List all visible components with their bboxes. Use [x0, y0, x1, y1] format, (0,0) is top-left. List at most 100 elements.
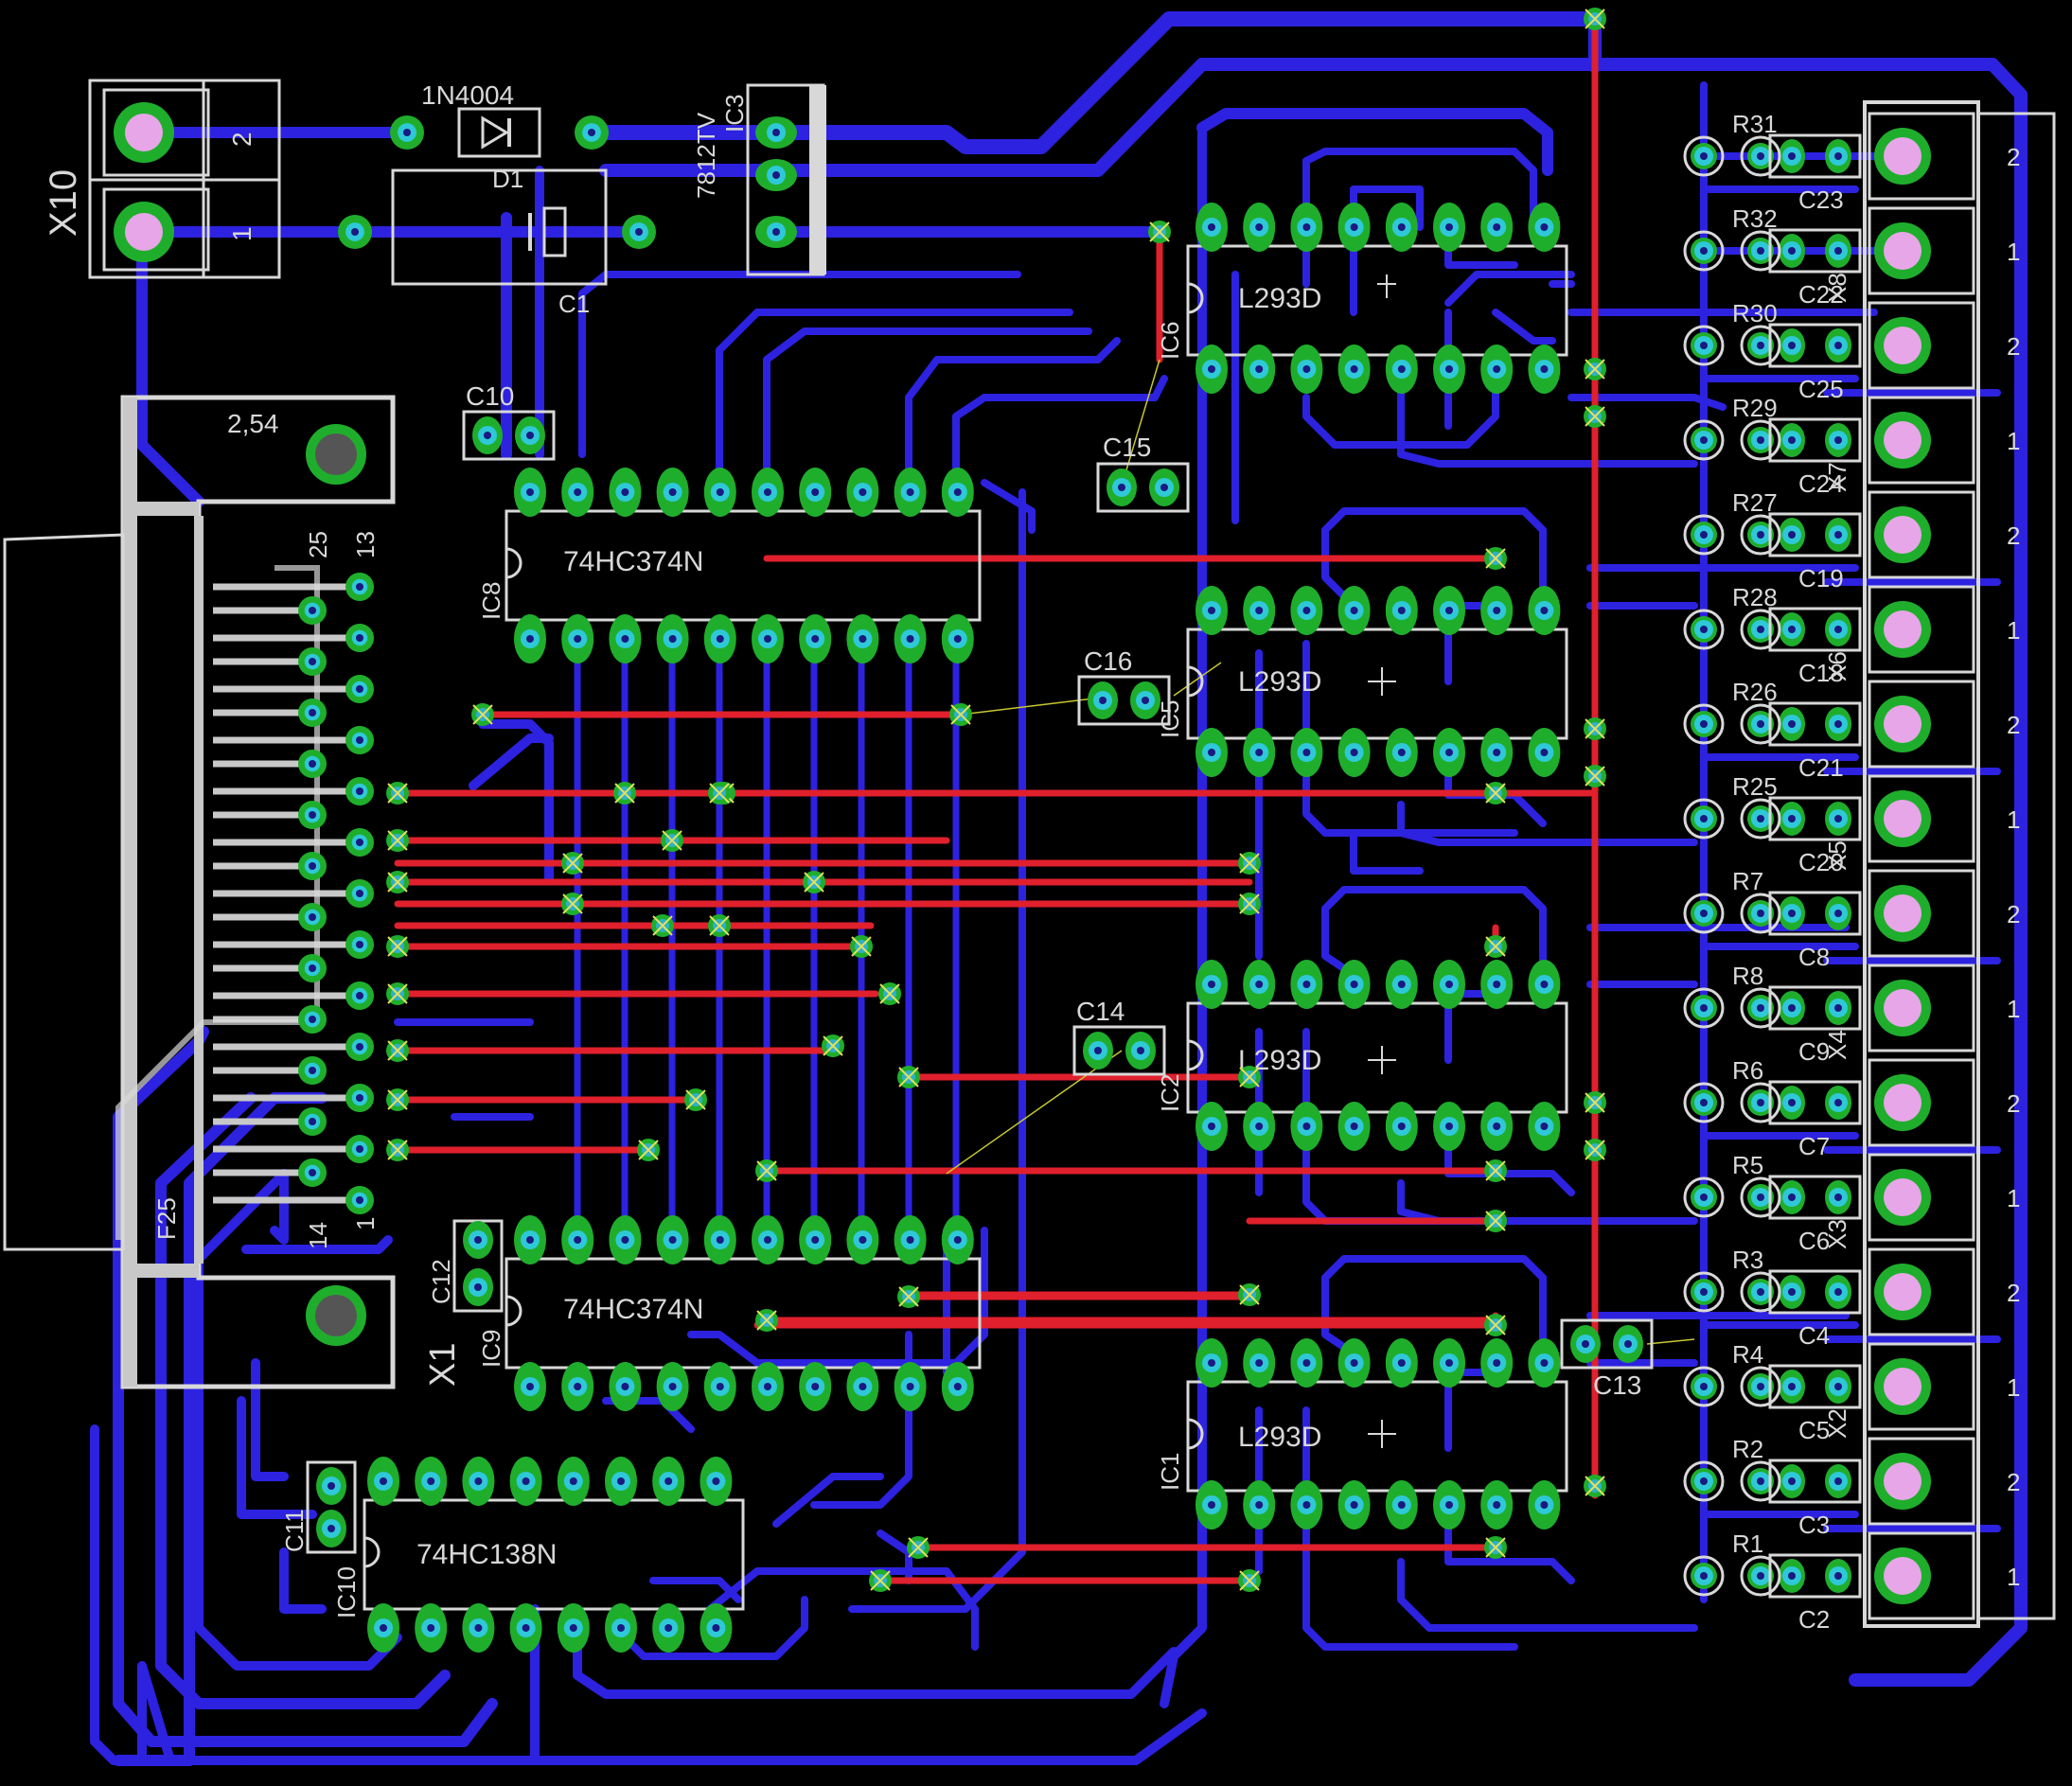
ic6-top-pin: [1195, 203, 1228, 252]
ic9-bottom-pin: [561, 1362, 594, 1411]
ic5-bottom-pin: [1528, 728, 1561, 777]
cap-pad: [1779, 1086, 1805, 1120]
terminal-pin-label: 1: [2007, 1373, 2020, 1402]
top-layer-traces: [394, 15, 1599, 1584]
terminal-pad: [1874, 885, 1931, 942]
decoupling-capacitors: [306, 410, 1654, 1554]
c16-label: C16: [1084, 646, 1132, 676]
via: [1484, 1210, 1507, 1232]
cap-outline: [1768, 133, 1862, 179]
resistor-label: R29: [1732, 394, 1778, 422]
resistor-label: R3: [1732, 1246, 1763, 1274]
resistor-outline: [1740, 1460, 1781, 1502]
terminal-pin-label: 2: [2007, 1279, 2020, 1307]
ic1-top-pin: [1528, 1338, 1561, 1388]
resistor-pad: [1691, 1468, 1717, 1494]
cap-label: C20: [1798, 848, 1844, 876]
resistor-pad: [1747, 1184, 1774, 1211]
ic2-top-pin: [1290, 960, 1323, 1009]
x10-pin2-label: 2: [227, 132, 257, 147]
ic2-top-pin: [1337, 960, 1371, 1009]
via: [1484, 1536, 1507, 1559]
via: [1148, 221, 1171, 243]
cap-pad: [1825, 612, 1851, 646]
resistor-outline: [1683, 230, 1725, 272]
via: [1584, 1091, 1606, 1114]
db25-pin: [345, 1033, 374, 1061]
ic2-top-pin: [1385, 960, 1418, 1009]
via: [878, 982, 901, 1005]
cap-pad: [1825, 234, 1851, 268]
db25-pin: [298, 1005, 327, 1034]
via: [1484, 1314, 1507, 1336]
via: [386, 782, 409, 805]
cap-label: C3: [1798, 1511, 1830, 1539]
via: [1584, 717, 1606, 740]
terminal-pin-label: 2: [2007, 1089, 2020, 1118]
ic9-name-label: IC9: [477, 1330, 505, 1368]
resistor-pad: [1691, 1373, 1717, 1400]
ic5-top-pin: [1290, 586, 1323, 635]
cap-outline: [1768, 985, 1862, 1031]
terminal-cell: [1868, 1153, 1975, 1242]
ic8-bottom-pin: [752, 614, 784, 663]
ic8-bottom-pin: [561, 614, 594, 663]
cap-pad: [1825, 328, 1851, 363]
terminal-group-label: X2: [1823, 1408, 1851, 1439]
ic2-bottom-pin: [1195, 1102, 1228, 1151]
via: [1584, 765, 1606, 787]
ic8-bottom-pin: [894, 614, 927, 663]
ic8-top-pin: [894, 468, 927, 517]
ic1-bottom-pin: [1385, 1480, 1418, 1530]
ic5-top-pin: [1337, 586, 1371, 635]
resistor-pad: [1747, 427, 1774, 453]
ic6-bottom-pin: [1480, 345, 1514, 394]
ic8-bottom-pin: [609, 614, 642, 663]
via: [651, 914, 674, 937]
ic9-top-pin: [514, 1215, 546, 1264]
ic1-bottom-pin: [1528, 1480, 1561, 1530]
resistor-pad: [1747, 332, 1774, 359]
ic10-top-pin: [509, 1457, 542, 1506]
ic5-value-label: L293D: [1238, 666, 1321, 698]
ic2-bottom-pin: [1385, 1102, 1418, 1151]
ic1-bottom-pin: [1290, 1480, 1323, 1530]
via: [850, 935, 873, 958]
terminal-pin-label: 1: [2007, 238, 2020, 266]
resistor-label: R30: [1732, 299, 1778, 327]
cap-pad: [316, 1510, 346, 1547]
resistor-pad: [1691, 238, 1717, 264]
x10-terminal-pad: [114, 102, 174, 163]
terminal-pad: [1874, 1264, 1931, 1320]
via: [803, 871, 825, 893]
via: [708, 782, 731, 805]
c11-label: C11: [280, 1509, 309, 1552]
power-terminal-x10: X10 2 1: [43, 79, 281, 279]
c13-label: C13: [1593, 1370, 1641, 1400]
pin13-label: 13: [351, 531, 380, 558]
via: [1484, 935, 1507, 958]
resistor-pad: [1747, 238, 1774, 264]
cap-pad: [1779, 1559, 1805, 1593]
ic10-name-label: IC10: [332, 1566, 361, 1618]
ic10-bottom-pin: [652, 1603, 685, 1653]
terminal-cell: [1868, 490, 1975, 579]
resistor-outline: [1740, 893, 1781, 934]
cap-pad: [1825, 991, 1851, 1025]
ic1-bottom-pin: [1433, 1480, 1465, 1530]
ic1-top-pin: [1290, 1338, 1323, 1388]
resistor-outline: [1683, 798, 1725, 840]
resistor-outline: [1740, 609, 1781, 650]
resistor-outline: [1683, 987, 1725, 1029]
via: [637, 1139, 660, 1161]
c13-outline: [1560, 1318, 1654, 1370]
ic9-top-pin: [894, 1215, 927, 1264]
resistor-label: R26: [1732, 678, 1778, 706]
cap-pad: [463, 1221, 493, 1259]
ic1-bottom-pin: [1195, 1480, 1228, 1530]
ic9-top-pin: [752, 1215, 784, 1264]
ic6-bottom-pin: [1385, 345, 1418, 394]
cap-pad: [1825, 1086, 1851, 1120]
